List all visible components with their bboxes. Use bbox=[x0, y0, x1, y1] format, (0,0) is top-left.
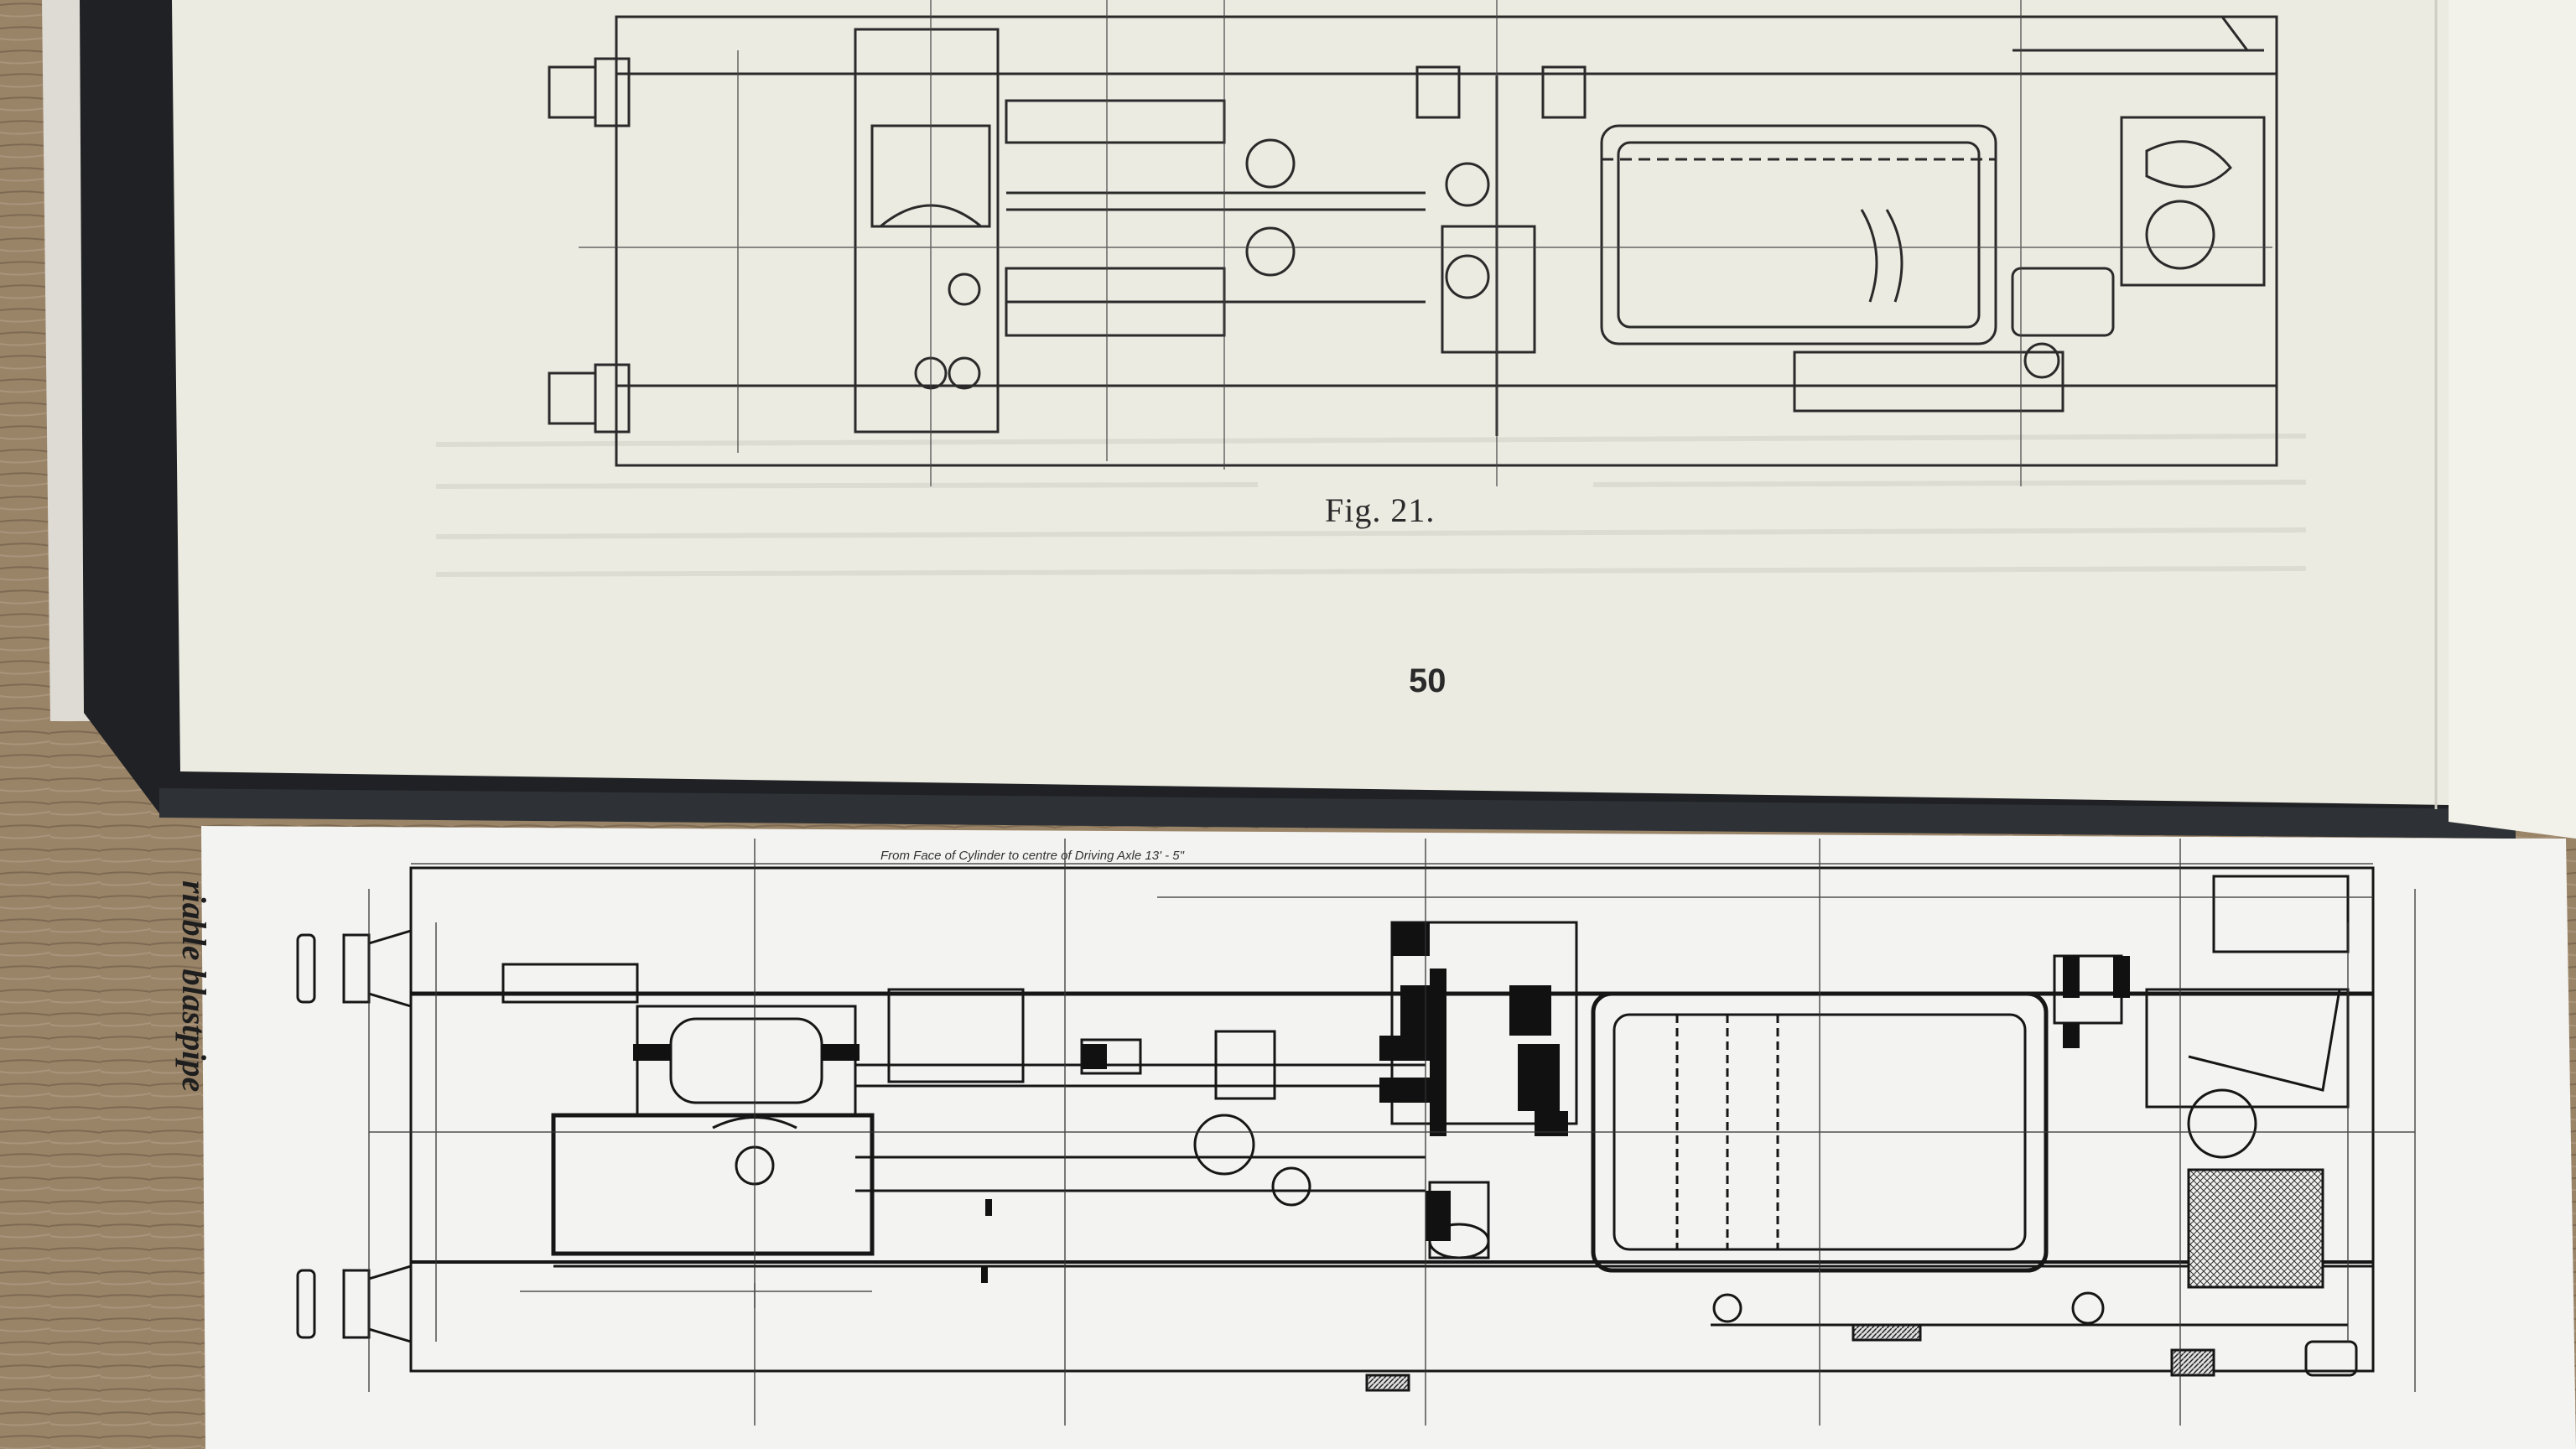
book-cover-edge bbox=[159, 788, 2516, 839]
page-number: 50 bbox=[1409, 662, 1446, 699]
figure-caption: Fig. 21. bbox=[1325, 491, 1436, 529]
dimension-header: From Face of Cylinder to centre of Drivi… bbox=[880, 849, 1184, 863]
printout-dimension-lines bbox=[368, 839, 2416, 1426]
book-right-page-sliver bbox=[2449, 0, 2576, 839]
book-page bbox=[172, 0, 2449, 805]
printout-solid-parts bbox=[633, 922, 2130, 1283]
printout-sheet bbox=[201, 826, 2576, 1449]
bleed-through-text bbox=[435, 434, 2307, 577]
side-caption: riable blastpipe bbox=[175, 880, 213, 1093]
